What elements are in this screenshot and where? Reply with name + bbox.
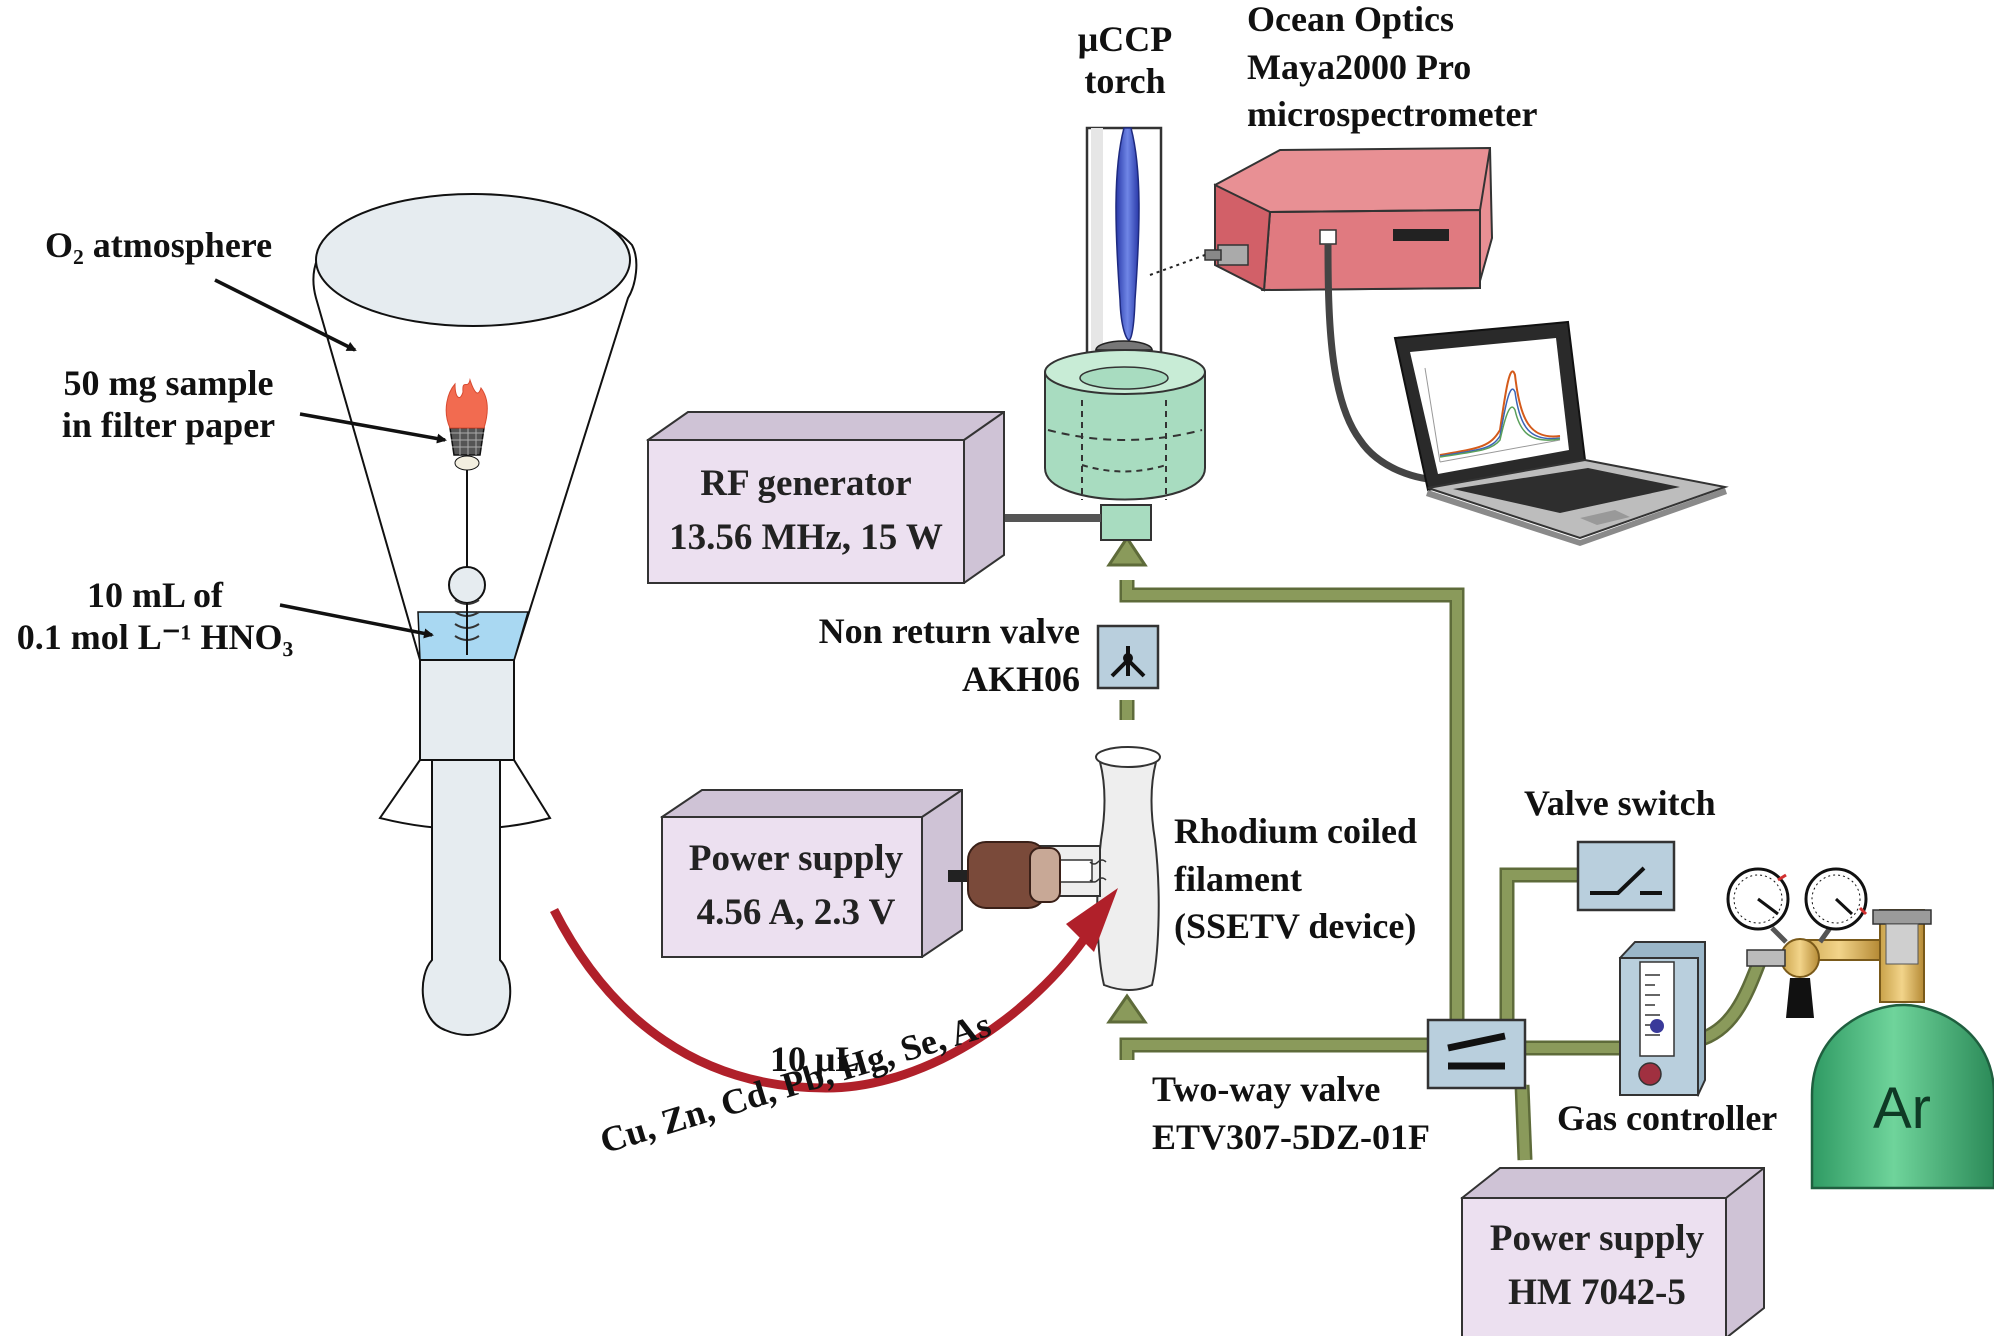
rf-generator-label-line1: RF generator [700,463,912,504]
pressure-regulator [1746,926,1881,1018]
power-supply-filament-box [660,789,963,959]
sample-label-line1: 50 mg sample [63,363,274,403]
hno3-label-line2: 0.1 mol L⁻¹ HNO₃ [16,617,294,658]
non-return-valve-label: Non return valve AKH06 [760,608,1080,703]
two-way-valve-label-line2: ETV307-5DZ-01F [1152,1116,1430,1157]
spectrometer-label: Ocean Optics Maya2000 Pro microspectrome… [1247,0,1538,139]
rhodium-filament-label: Rhodium coiled filament (SSETV device) [1174,808,1417,951]
power-supply-filament-label: Power supply 4.56 A, 2.3 V [662,832,930,939]
spectrum-plot-icon [1424,367,1561,463]
gas-controller-flowmeter [1618,941,1706,1098]
pressure-gauge-left-icon [1726,867,1790,931]
gas-controller-label: Gas controller [1557,1098,1778,1138]
power-supply-valve-label-line1: Power supply [1489,1218,1705,1259]
power-supply-valve-label: Power supply HM 7042-5 [1462,1212,1732,1319]
power-supply-filament-label-line2: 4.56 A, 2.3 V [696,891,896,933]
two-way-valve-icon [1426,1018,1527,1090]
hno3-callout-arrow [279,603,434,639]
gas-flow-arrowheads [1106,535,1148,1024]
spectrometer-label-line2: Maya2000 Pro [1247,46,1472,87]
spectrometer-label-line1: Ocean Optics [1247,0,1454,39]
non-return-valve-icon [1096,624,1160,690]
non-return-valve-label-line1: Non return valve [818,611,1080,651]
rf-generator-label-line2: 13.56 MHz, 15 W [669,516,943,558]
torch-label-line2: torch [1084,61,1166,102]
sample-holder [448,468,486,655]
argon-label: Ar [1873,1076,1931,1141]
power-supply-valve-box [1460,1167,1765,1336]
hno3-label-line1: 10 mL of [86,575,223,615]
argon-cylinder [1810,909,1994,1190]
rhodium-filament-label-line2: filament [1174,858,1302,899]
uccp-torch [1044,126,1206,541]
two-way-valve-label-line1: Two-way valve [1152,1069,1381,1109]
sample-label-line2: in filter paper [61,405,276,446]
sample-transfer-arrow [549,888,1118,1093]
sample-label: 50 mg sample in filter paper [36,362,301,447]
sample-basket-icon [449,427,485,471]
two-way-valve-label: Two-way valve ETV307-5DZ-01F [1152,1066,1430,1161]
o2-callout-arrow [214,278,357,352]
sample-callout-arrow [299,412,447,444]
torch-label: μCCP torch [1070,18,1180,103]
rf-generator-box [645,411,1005,585]
rhodium-filament-label-line1: Rhodium coiled [1174,811,1418,851]
rf-generator-label: RF generator 13.56 MHz, 15 W [648,457,964,564]
pressure-gauge-right-icon [1804,867,1868,931]
rhodium-filament-label-line3: (SSETV device) [1174,906,1417,947]
filament-connector [948,841,1061,909]
non-return-valve-label-line2: AKH06 [961,658,1080,699]
optical-path [1149,254,1206,276]
usb-cable [1324,243,1441,484]
valve-switch-icon[interactable] [1576,840,1676,912]
flame-icon [445,378,488,429]
laptop-icon [1393,320,1729,546]
o2-atmosphere-label: O₂ atmosphere [45,225,273,265]
power-supply-valve-label-line2: HM 7042-5 [1508,1271,1686,1313]
microspectrometer [1204,146,1494,292]
torch-label-line1: μCCP [1077,19,1173,59]
hno3-label: 10 mL of 0.1 mol L⁻¹ HNO₃ [0,574,310,659]
spectrometer-label-line3: microspectrometer [1247,94,1538,135]
power-supply-filament-label-line1: Power supply [688,838,904,879]
sample-volume-label: 10 μL [770,1039,860,1079]
valve-switch-label: Valve switch [1524,783,1716,823]
